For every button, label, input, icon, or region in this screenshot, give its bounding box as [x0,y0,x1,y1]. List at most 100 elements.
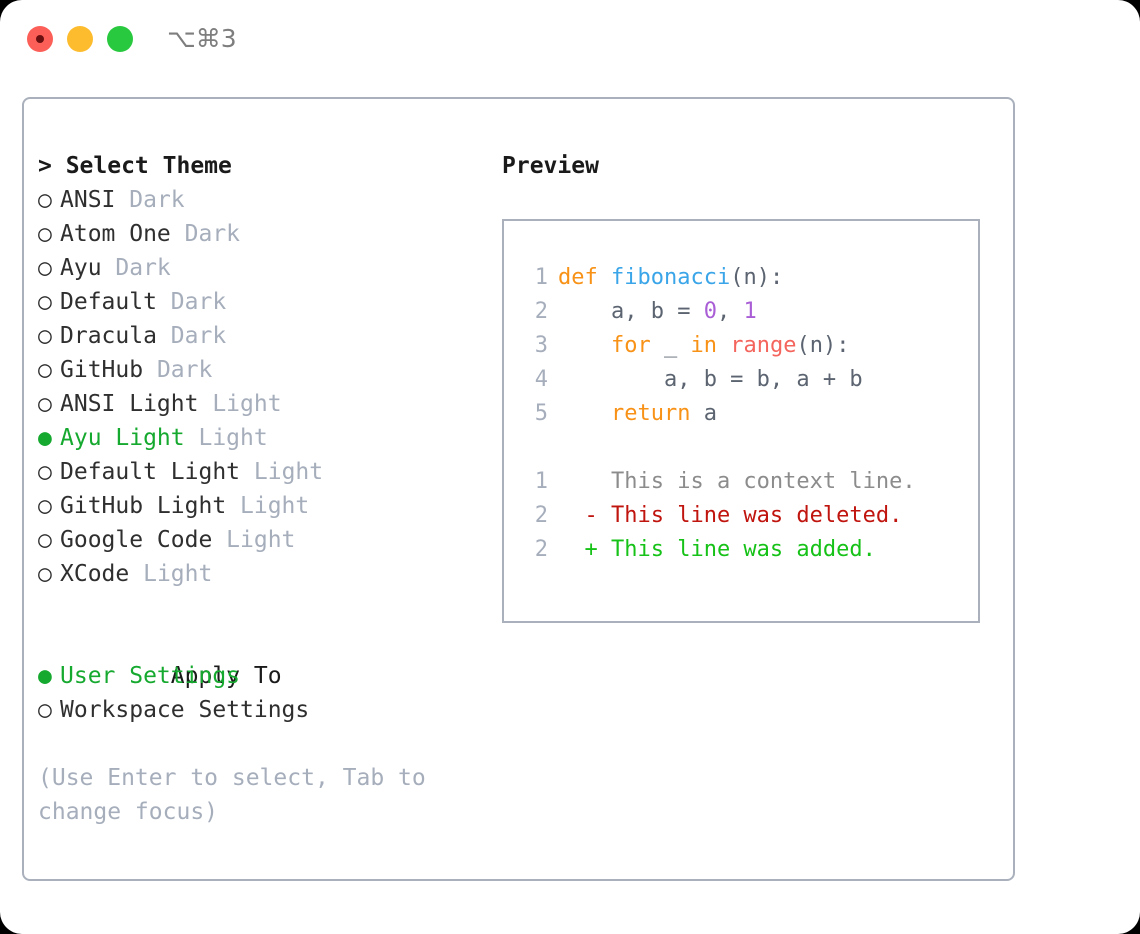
line-number: 2 [534,537,548,562]
code-token: for [610,333,651,358]
line-number: 2 [534,503,548,528]
list-spacer [38,591,488,625]
theme-option-ansi-light[interactable]: ○ANSI Light Light [38,387,488,421]
theme-option-variant: Light [143,561,213,587]
select-theme-heading: > Select Theme [38,153,232,179]
diff-line-del: 2 - This line was deleted. [504,499,978,533]
radio-unselected-icon: ○ [38,493,52,519]
code-token: 0 [703,299,717,324]
diff-line-add: 2 + This line was added. [504,533,978,567]
radio-selected-icon: ● [38,663,52,689]
theme-option-label: XCode [60,561,144,587]
code-token: fibonacci [610,265,731,290]
radio-unselected-icon: ○ [38,357,52,383]
code-token: , [716,299,744,324]
maximize-button[interactable] [107,26,133,52]
radio-unselected-icon: ○ [38,255,52,281]
apply-to-list[interactable]: ● User Settings ○Workspace Settings [38,659,488,727]
theme-option-label: GitHub Light [60,493,241,519]
theme-option-variant: Dark [115,255,171,281]
theme-option-label: Atom One [60,221,185,247]
theme-option-ansi[interactable]: ○ ANSI Dark [38,183,488,217]
code-line: 1 def fibonacci(n): [504,261,978,295]
theme-option-label: GitHub [60,357,157,383]
theme-option-label: Dracula [60,323,171,349]
apply-to-option-workspace-settings[interactable]: ○Workspace Settings [38,693,488,727]
radio-unselected-icon: ○ [38,561,52,587]
radio-unselected-icon: ○ [38,459,52,485]
code-token: a, b = [558,299,704,324]
code-token: return [610,401,691,426]
theme-option-variant: Dark [170,289,227,315]
theme-option-variant: Light [240,493,310,519]
code-token: a [690,401,717,426]
code-token: range [730,333,797,358]
theme-option-label: Ayu Light [60,425,199,451]
radio-unselected-icon: ○ [38,391,52,417]
diff-line-text: This is a context line. [558,469,916,494]
code-token [558,401,611,426]
radio-unselected-icon: ○ [38,527,52,553]
theme-option-default-light[interactable]: ○ Default Light Light [38,455,488,489]
theme-list[interactable]: ○ANSI Dark○Atom One Dark○Ayu Dark○Defaul… [38,183,488,591]
code-token: (n): [730,265,784,290]
theme-option-label: Google Code [60,527,227,553]
code-line: 5 return a [504,397,978,431]
minimize-button[interactable] [67,26,93,52]
radio-unselected-icon: ○ [38,187,52,213]
diff-line-ctx: 1 This is a context line. [504,465,978,499]
theme-option-ayu[interactable]: ○ Ayu Dark [38,251,488,285]
theme-picker-card: > Select Theme ○ANSI Dark○Atom One Dark○… [22,97,1015,881]
theme-option-label: ANSI [60,187,130,213]
theme-option-default[interactable]: ○ Default Dark [38,285,488,319]
radio-unselected-icon: ○ [38,289,52,315]
theme-option-variant: Light [226,527,296,553]
code-line: 3 for _ in range(n): [504,329,978,363]
theme-option-variant: Light [253,459,324,485]
keyboard-shortcut-label: ⌥⌘3 [167,24,237,53]
theme-option-github[interactable]: ○ GitHub Dark [38,353,488,387]
apply-to-heading: Apply To [38,625,488,689]
theme-option-variant: Light [212,391,282,417]
code-diff-separator [504,431,978,465]
apply-to-option-user-settings[interactable]: ● User Settings [38,659,488,693]
theme-option-github-light[interactable]: ○ GitHub Light Light [38,489,488,523]
preview-heading: Preview [502,153,599,179]
line-number: 1 [534,265,548,290]
theme-option-label: Ayu [60,255,116,281]
diff-line-text: + This line was added. [558,537,876,562]
theme-option-xcode[interactable]: ○ XCode Light [38,557,488,591]
diff-line-text: - This line was deleted. [558,503,903,528]
apply-to-option-label: User Settings [60,663,241,689]
title-bar: ⌥⌘3 [0,0,1140,78]
line-number: 3 [534,333,548,358]
code-token: a, b = b, a + b [558,367,863,392]
code-token [717,333,730,358]
code-token: (n): [796,333,850,358]
theme-option-atom-one[interactable]: ○Atom One Dark [38,217,488,251]
line-number: 5 [534,401,548,426]
theme-option-variant: Dark [156,357,213,383]
radio-selected-icon: ● [38,425,52,451]
code-line: 4 a, b = b, a + b [504,363,978,397]
diff-sample: 1 This is a context line.2 - This line w… [504,465,978,567]
radio-unselected-icon: ○ [38,323,52,349]
keyboard-hint-text: (Use Enter to select, Tab to change focu… [38,765,426,825]
theme-option-variant: Dark [129,187,185,213]
theme-option-dracula[interactable]: ○Dracula Dark [38,319,488,353]
code-token: def [558,265,611,290]
theme-option-label: Default Light [60,459,254,485]
theme-option-google-code[interactable]: ○ Google Code Light [38,523,488,557]
theme-selection-column: > Select Theme ○ANSI Dark○Atom One Dark○… [38,149,488,829]
code-token [558,333,611,358]
theme-option-label: Default [60,289,171,315]
theme-option-variant: Dark [184,221,241,247]
close-icon [36,35,44,43]
theme-option-ayu-light[interactable]: ●Ayu Light Light [38,421,488,455]
code-token: 1 [743,299,757,324]
apply-to-option-label: Workspace Settings [60,697,310,723]
